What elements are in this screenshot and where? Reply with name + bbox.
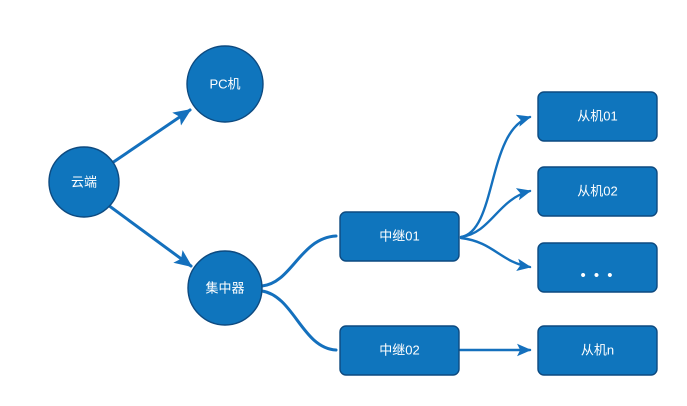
edge-relay01-to-slave01 — [459, 114, 532, 239]
edge-concentrator-to-relay02 — [260, 289, 338, 352]
node-slave02-shape[interactable] — [537, 166, 658, 217]
node-slaveN-shape[interactable] — [537, 325, 658, 376]
node-cloud-shape[interactable] — [48, 146, 120, 218]
nodes-layer: 云端 PC机 集中器 中继01 中继02 从机01 — [48, 45, 658, 376]
edge-relay01-to-slave-more — [459, 236, 532, 272]
node-slave01[interactable]: 从机01 — [537, 91, 658, 142]
node-relay01[interactable]: 中继01 — [339, 211, 460, 262]
node-concentrator[interactable]: 集中器 — [187, 250, 263, 326]
edge-cloud-to-pc — [110, 108, 192, 165]
edge-cloud-to-concentrator — [106, 203, 193, 268]
node-relay02[interactable]: 中继02 — [339, 325, 460, 376]
node-slave01-shape[interactable] — [537, 91, 658, 142]
node-slave-more[interactable]: • • • — [537, 242, 658, 293]
node-concentrator-shape[interactable] — [187, 250, 263, 326]
edge-concentrator-to-relay01 — [260, 234, 338, 288]
node-slave02[interactable]: 从机02 — [537, 166, 658, 217]
node-slave-more-shape[interactable] — [537, 242, 658, 293]
edge-relay01-to-slave02 — [459, 188, 532, 239]
node-cloud[interactable]: 云端 — [48, 146, 120, 218]
node-pc-shape[interactable] — [186, 45, 264, 123]
edges-layer — [106, 108, 532, 357]
node-relay01-shape[interactable] — [339, 211, 460, 262]
node-slaveN[interactable]: 从机n — [537, 325, 658, 376]
node-relay02-shape[interactable] — [339, 325, 460, 376]
node-pc[interactable]: PC机 — [186, 45, 264, 123]
